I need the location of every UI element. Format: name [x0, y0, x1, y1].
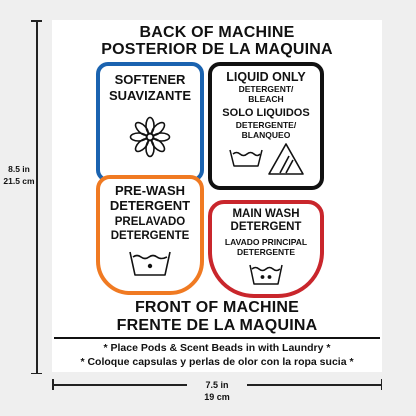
- height-dimension-line: [36, 20, 38, 374]
- header-front-en: FRONT OF MACHINE: [134, 299, 300, 316]
- height-dimension-label: 8.5 in 21.5 cm: [2, 163, 36, 187]
- softener-title-en: SOFTENER: [114, 72, 186, 87]
- note-es: * Coloque capsulas y perlas de olor con …: [80, 356, 354, 368]
- wash-tub-icon: [229, 149, 263, 167]
- prewash-title-es: PRELAVADO: [114, 216, 186, 228]
- liquid-sub-en: DETERGENT/: [238, 84, 294, 94]
- mainwash-title-es2: DETERGENTE: [236, 247, 296, 257]
- mainwash-title-en2: DETERGENT: [230, 221, 302, 233]
- height-inches: 8.5 in: [8, 164, 30, 174]
- height-dimension-tick-top: [31, 20, 42, 22]
- mainwash-title-en: MAIN WASH: [232, 208, 300, 220]
- softener-title-es: SUAVIZANTE: [108, 88, 192, 103]
- header-back-en: BACK OF MACHINE: [139, 24, 295, 41]
- liquid-only-compartment: LIQUID ONLY DETERGENT/ BLEACH SOLO LIQUI…: [208, 62, 324, 190]
- bleach-triangle-icon: [268, 143, 304, 175]
- width-inches: 7.5 in: [187, 380, 247, 390]
- softener-compartment: SOFTENER SUAVIZANTE: [96, 62, 204, 182]
- width-dimension-tick-right: [380, 379, 382, 390]
- mainwash-title-es: LAVADO PRINCIPAL: [224, 237, 308, 247]
- prewash-title-en: PRE-WASH: [114, 183, 186, 198]
- wash-tub-one-dot-icon: [129, 251, 171, 276]
- prewash-compartment: PRE-WASH DETERGENT PRELAVADO DETERGENTE: [96, 175, 204, 295]
- height-dimension-tick-bottom: [31, 372, 42, 374]
- divider-line: [54, 337, 380, 339]
- liquid-title-en: LIQUID ONLY: [226, 70, 306, 84]
- liquid-title-es: SOLO LIQUIDOS: [222, 107, 310, 119]
- prewash-title-es2: DETERGENTE: [110, 230, 190, 242]
- dispenser-label-sheet: BACK OF MACHINE POSTERIOR DE LA MAQUINA …: [52, 20, 382, 372]
- width-dimension: 7.5 in 19 cm: [52, 372, 382, 402]
- width-dimension-tick-left: [52, 379, 54, 390]
- prewash-title-en2: DETERGENT: [109, 198, 191, 213]
- liquid-sub-es2: BLANQUEO: [241, 130, 291, 140]
- liquid-sub-en2: BLEACH: [248, 94, 284, 104]
- header-front-es: FRENTE DE LA MAQUINA: [116, 317, 318, 334]
- height-dimension: 8.5 in 21.5 cm: [2, 20, 42, 374]
- header-back-es: POSTERIOR DE LA MAQUINA: [101, 41, 333, 58]
- liquid-sub-es: DETERGENTE/: [235, 120, 297, 130]
- flower-icon: [129, 116, 171, 158]
- width-cm: 19 cm: [204, 392, 230, 402]
- wash-tub-two-dots-icon: [249, 264, 283, 285]
- height-cm: 21.5 cm: [3, 176, 35, 186]
- main-wash-compartment: MAIN WASH DETERGENT LAVADO PRINCIPAL DET…: [208, 200, 324, 298]
- note-en: * Place Pods & Scent Beads in with Laund…: [103, 342, 331, 354]
